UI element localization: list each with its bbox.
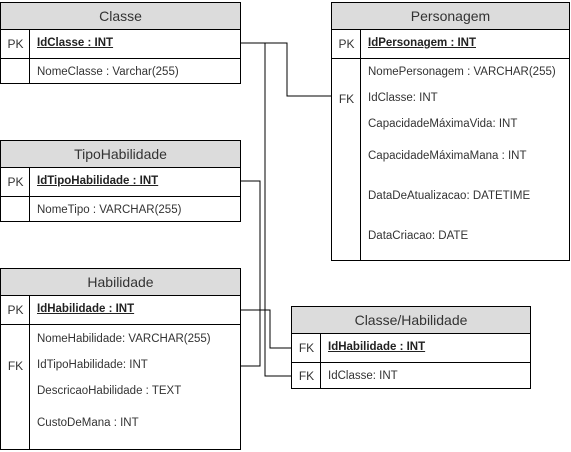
field-item: CapacidadeMáximaVida: INT [368,118,518,130]
fk-row: FK IdClasse: INT [292,363,530,388]
pk-label: PK [7,175,24,189]
pk-label: PK [338,37,355,51]
connector-classe-classehabilidade [241,42,291,377]
connector-tipohabilidade-habilidade [241,180,261,367]
connector-classe-personagem [241,42,331,97]
field-item: NomeTipo : VARCHAR(255) [37,204,182,216]
fk-row: FK IdHabilidade : INT [292,334,530,363]
table-habilidade: Habilidade PK IdHabilidade : INT FK Nome… [0,268,241,450]
fk-field: IdHabilidade : INT [328,341,426,353]
field-item: IdTipoHabilidade: INT [37,359,148,371]
table-classe: Classe PK IdClasse : INT NomeClasse : Va… [0,2,241,84]
field-item: CustoDeMana : INT [37,417,139,429]
fields-section: FK NomeHabilidade: VARCHAR(255) IdTipoHa… [1,325,240,449]
field-item: NomeClasse : Varchar(255) [37,66,179,78]
fk-field: IdClasse: INT [328,370,398,382]
field-item: DataCriacao: DATE [368,230,469,242]
table-personagem: Personagem PK IdPersonagem : INT FK Nome… [331,2,570,261]
pk-field: IdTipoHabilidade : INT [37,175,159,187]
field-item: CapacidadeMáximaMana : INT [368,150,527,162]
pk-label: PK [7,37,24,51]
fk-label: FK [7,359,24,373]
pk-row: PK IdPersonagem : INT [332,30,569,59]
pk-field: IdPersonagem : INT [368,37,476,49]
pk-field: IdHabilidade : INT [37,303,135,315]
pk-row: PK IdTipoHabilidade : INT [1,168,240,197]
table-title: Classe/Habilidade [292,307,530,334]
pk-row: PK IdClasse : INT [1,30,240,59]
table-title: Habilidade [1,269,240,296]
field-item: DescricaoHabilidade : TEXT [37,385,182,397]
fk-label: FK [338,92,355,106]
table-classe-habilidade: Classe/Habilidade FK IdHabilidade : INT … [291,306,531,389]
table-title: TipoHabilidade [1,141,240,168]
field-item: NomeHabilidade: VARCHAR(255) [37,333,211,345]
table-tipohabilidade: TipoHabilidade PK IdTipoHabilidade : INT… [0,140,241,222]
field-item: IdClasse: INT [368,92,438,104]
pk-row: PK IdHabilidade : INT [1,296,240,325]
pk-field: IdClasse : INT [37,37,114,49]
connector-habilidade-classehabilidade [241,309,291,349]
field-item: DataDeAtualizacao: DATETIME [368,190,531,202]
fields-section: NomeClasse : Varchar(255) [1,59,240,83]
fk-label: FK [298,341,315,355]
fields-section: NomeTipo : VARCHAR(255) [1,197,240,221]
fk-label: FK [298,369,315,383]
pk-label: PK [7,303,24,317]
field-item: NomePersonagem : VARCHAR(255) [368,66,556,78]
table-title: Personagem [332,3,569,30]
table-title: Classe [1,3,240,30]
fields-section: FK NomePersonagem : VARCHAR(255) IdClass… [332,59,569,260]
